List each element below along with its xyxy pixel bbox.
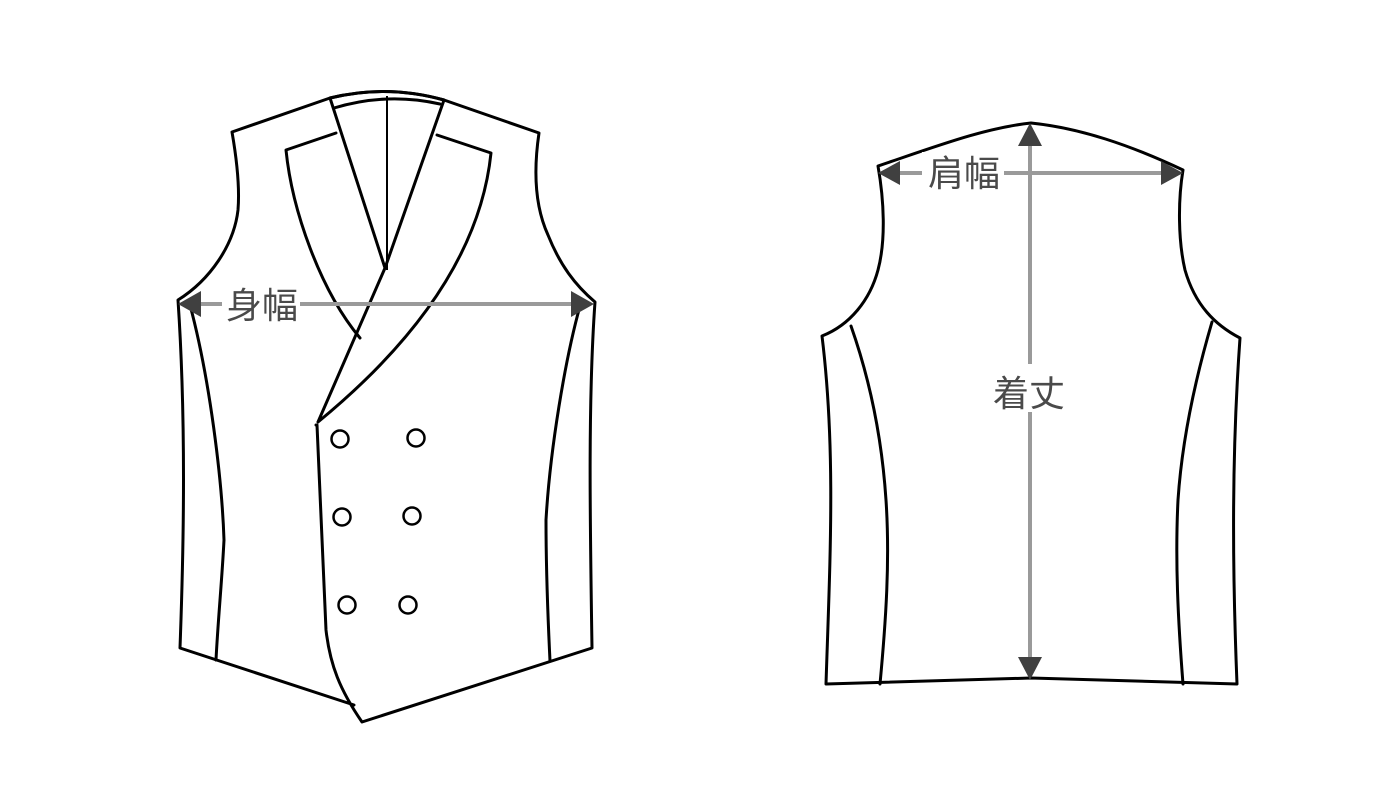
button bbox=[330, 429, 350, 449]
back-side-panel-left bbox=[849, 324, 890, 686]
body-width-label: 身幅 bbox=[226, 286, 298, 327]
button bbox=[406, 428, 426, 448]
side-panel-left bbox=[188, 303, 226, 662]
length-label: 着丈 bbox=[993, 374, 1065, 415]
vest-back-outline bbox=[820, 121, 1242, 686]
button bbox=[402, 506, 422, 526]
lapel-left bbox=[284, 96, 387, 340]
button bbox=[332, 507, 352, 527]
button bbox=[398, 595, 418, 615]
side-panel-right bbox=[544, 304, 582, 663]
shoulder-width-label: 肩幅 bbox=[928, 154, 1000, 195]
lapel-right bbox=[316, 98, 493, 424]
arrow-left-icon bbox=[178, 291, 201, 317]
vest-front-view bbox=[176, 89, 597, 724]
shoulder-width-measurement: 肩幅 bbox=[878, 152, 1183, 195]
arrow-up-icon bbox=[1018, 123, 1042, 146]
length-measurement: 着丈 bbox=[990, 123, 1070, 680]
arrow-down-icon bbox=[1018, 657, 1042, 680]
vest-back-view bbox=[820, 121, 1242, 686]
back-side-panel-right bbox=[1175, 320, 1214, 686]
button bbox=[337, 595, 357, 615]
arrow-left-icon bbox=[878, 161, 900, 185]
body-width-measurement: 身幅 bbox=[178, 282, 594, 327]
arrow-right-icon bbox=[571, 291, 594, 317]
arrow-right-icon bbox=[1161, 161, 1183, 185]
